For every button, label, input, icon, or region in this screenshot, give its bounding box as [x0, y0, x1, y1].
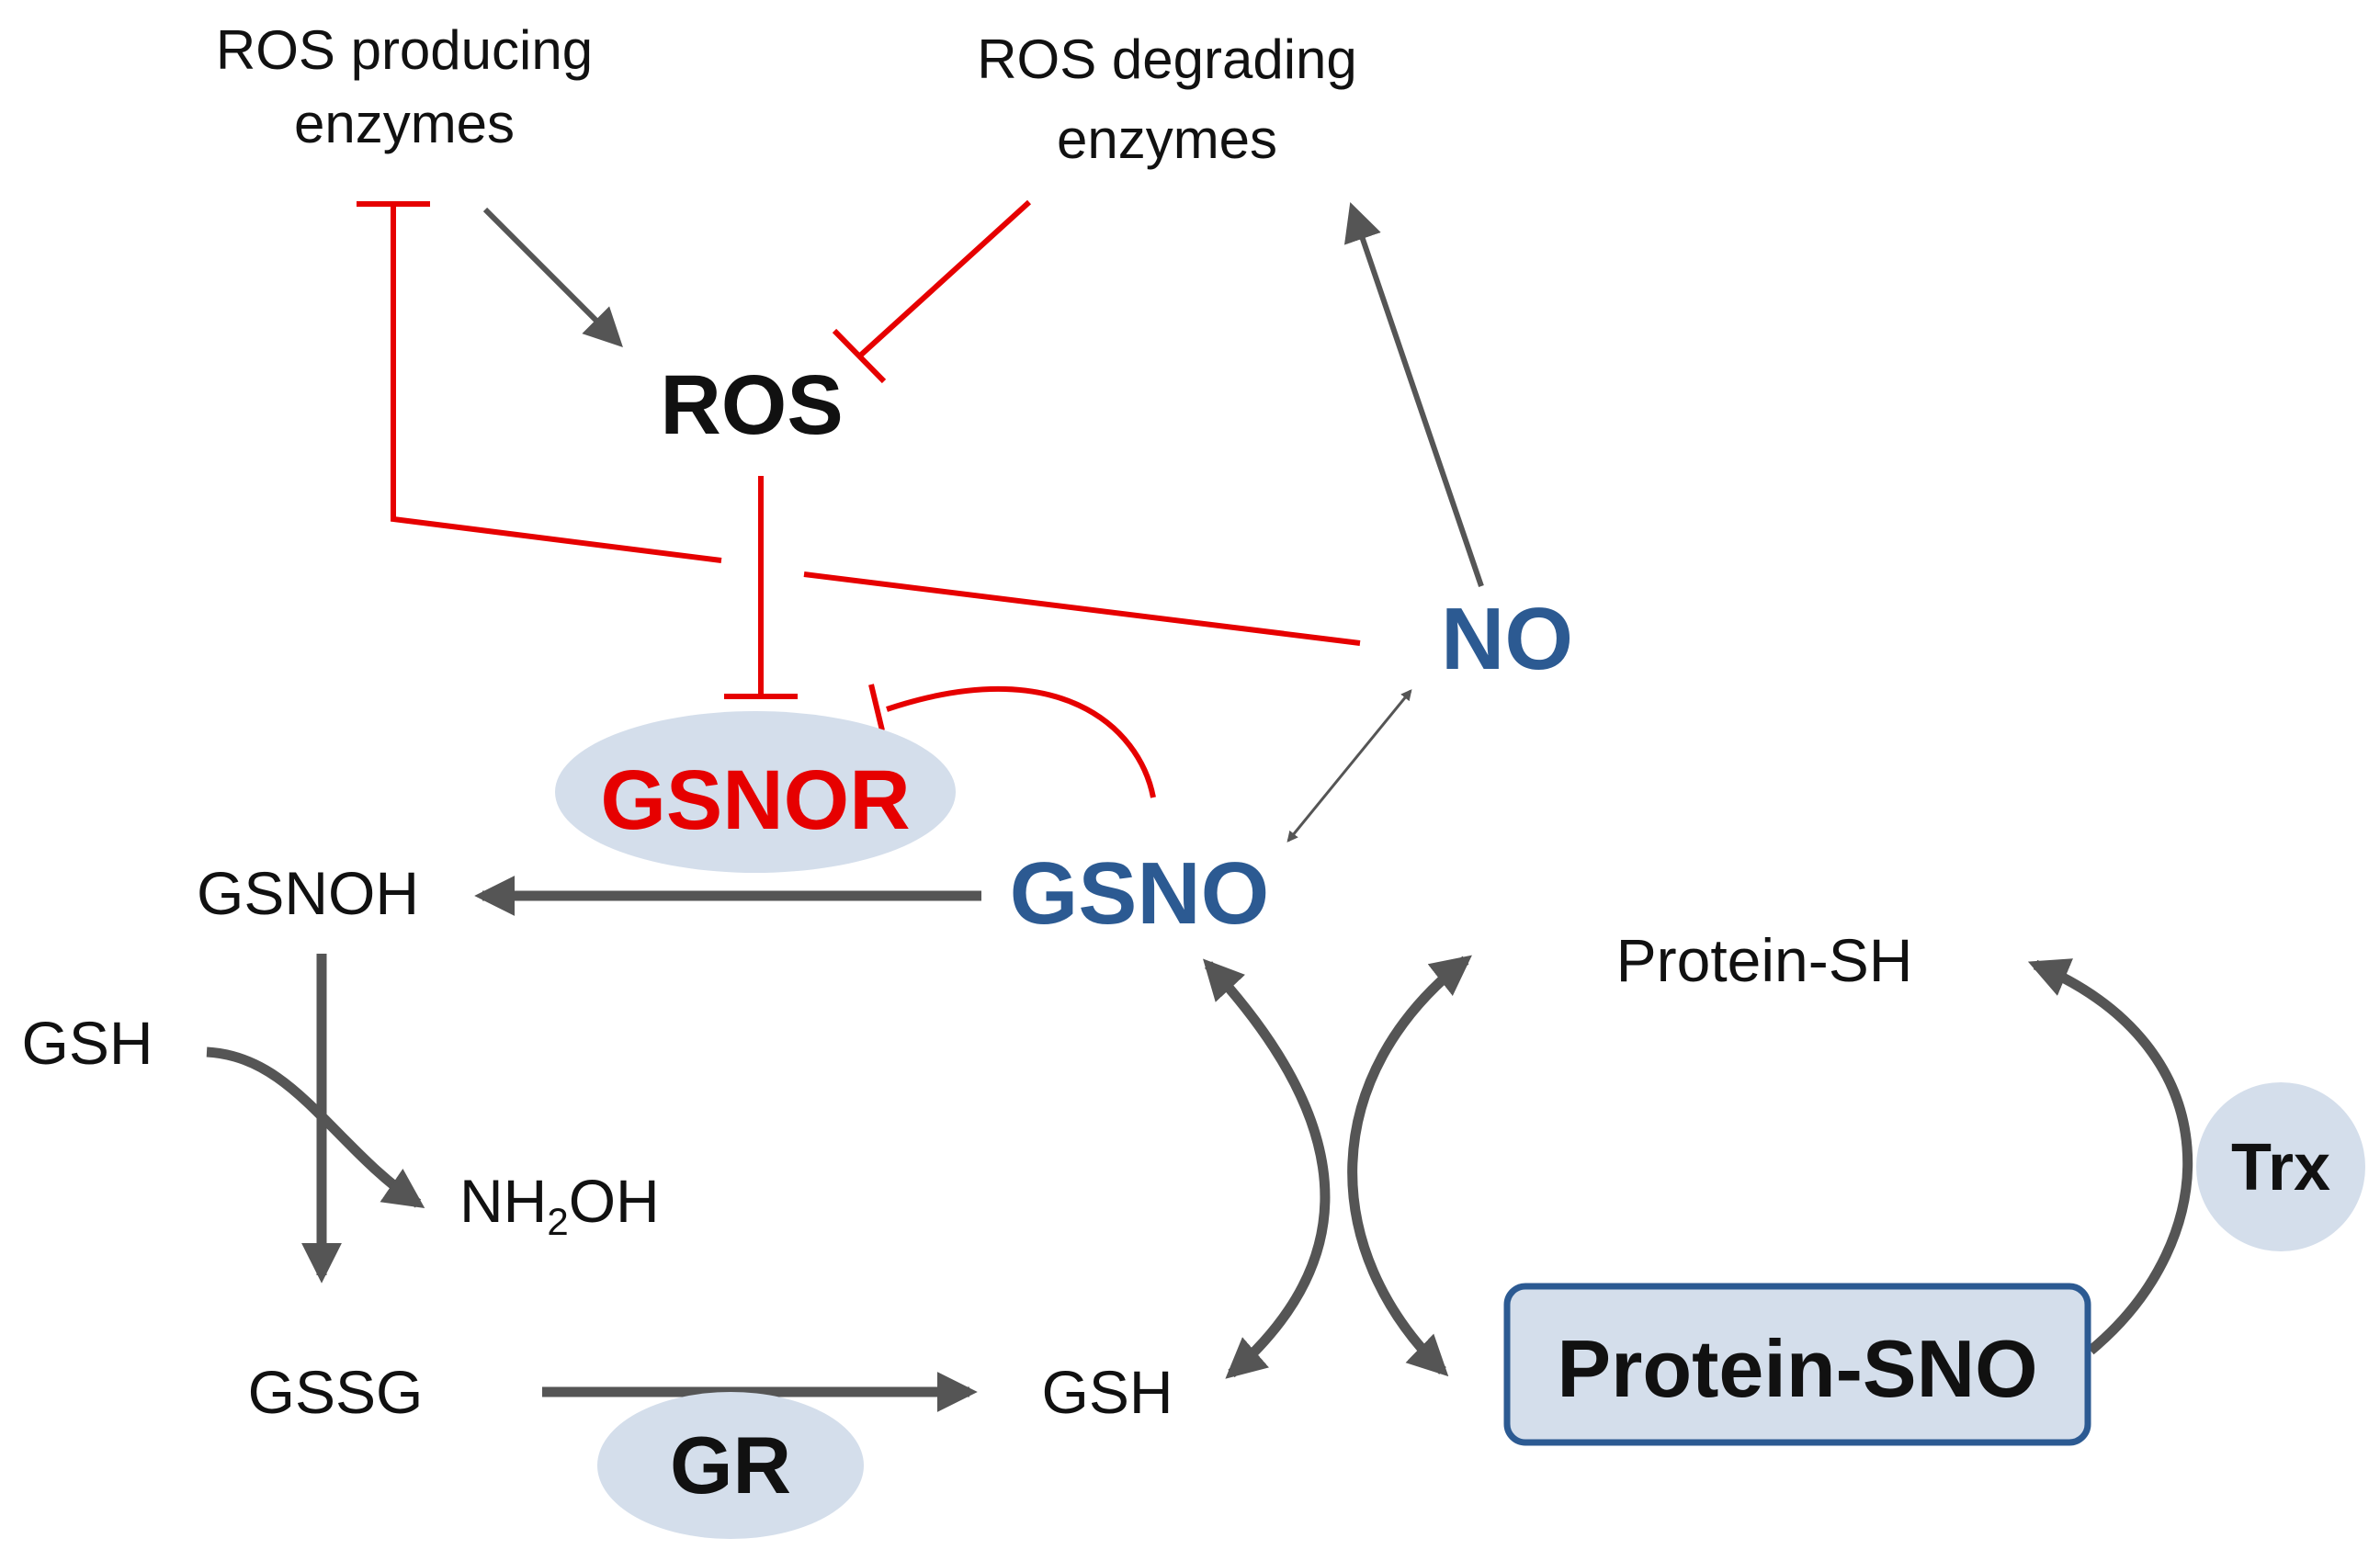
- ros-degrading-label-line1: ROS degrading: [977, 28, 1357, 90]
- gr-label: GR: [670, 1420, 791, 1510]
- proteinsh-proteinsno-curved-arrow: [1347, 955, 1472, 1377]
- protein-sh-label: Protein-SH: [1616, 926, 1913, 994]
- ros-inhibition-bar: [832, 328, 887, 384]
- nh2oh-subscript: 2: [547, 1200, 568, 1243]
- gsh-bottom-label: GSH: [1041, 1358, 1173, 1426]
- gsno-label: GSNO: [1010, 844, 1270, 943]
- trx-circle: [2196, 1082, 2365, 1251]
- gsnoh-label: GSNOH: [197, 859, 419, 927]
- ros-producing-label-line1: ROS producing: [216, 19, 593, 81]
- gsnor-label: GSNOR: [600, 753, 910, 847]
- no-inhibits-ros-producing-line: [803, 571, 1361, 646]
- ros-producing-to-ros-arrow: [482, 207, 623, 347]
- proteinsno-to-proteinsh-trx-arrow: [2027, 958, 2193, 1355]
- protein-sno-box: [1503, 1283, 2091, 1446]
- inhibition-lines: [357, 199, 1361, 798]
- gsno-gsh-curved-arrow: [1203, 958, 1331, 1379]
- gsnor-inhibition-bar-right: [868, 684, 885, 731]
- nh2oh-prefix: NH: [459, 1167, 547, 1235]
- gsh-to-nh2oh-curve-arrow: [206, 1046, 425, 1208]
- gsh-left-label: GSH: [21, 1009, 153, 1077]
- ros-degrading-inhibits-ros-line: [856, 199, 1032, 359]
- no-gsno-double-arrow: [1286, 689, 1412, 843]
- gsnor-ellipse: [555, 711, 956, 873]
- protein-sno-label: Protein-SNO: [1557, 1323, 2037, 1414]
- ros-degrading-label-line2: enzymes: [1057, 108, 1277, 170]
- gsno-inhibits-gsnor-curve: [886, 685, 1156, 798]
- ros-label: ROS: [660, 358, 843, 452]
- activation-arrows: [206, 202, 2193, 1412]
- gr-ellipse: [597, 1392, 864, 1539]
- no-to-ros-degrading-arrow: [1343, 202, 1484, 587]
- nh2oh-label: NH2OH: [459, 1167, 660, 1243]
- no-label: NO: [1441, 590, 1573, 688]
- no-inhibits-ros-producing-line-2: [391, 204, 722, 563]
- nh2oh-suffix: OH: [569, 1167, 660, 1235]
- trx-label: Trx: [2231, 1131, 2330, 1205]
- gssg-label: GSSG: [248, 1358, 424, 1426]
- ros-producing-label-line2: enzymes: [294, 93, 515, 154]
